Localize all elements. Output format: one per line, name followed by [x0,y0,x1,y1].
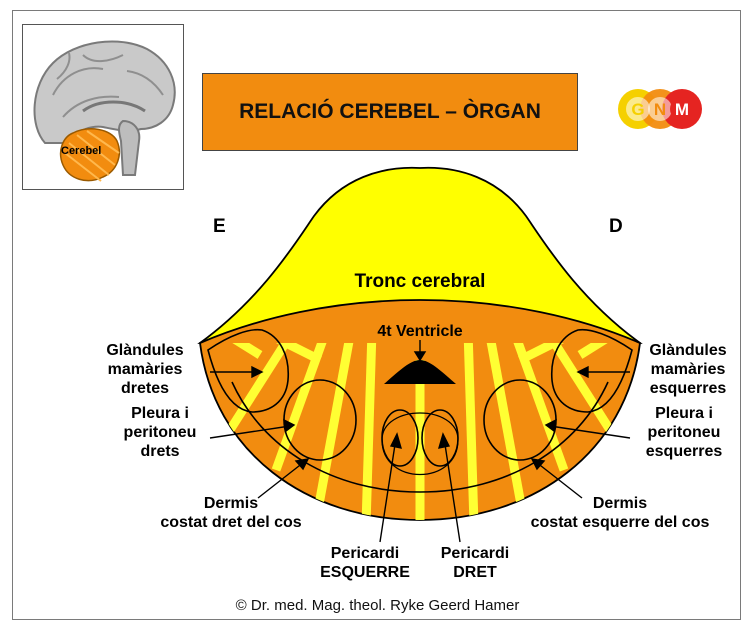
mammary-left-label: Glàndules mamàries dretes [80,341,210,398]
dermis-right-line-1: Dermis [520,494,720,513]
mammary-left-line-3: dretes [80,379,210,398]
pleura-left-line-3: drets [100,442,220,461]
pericardium-right-line-1: Pericardi [420,544,530,563]
pleura-left-line-1: Pleura i [100,404,220,423]
pericardium-left-line-1: Pericardi [310,544,420,563]
dermis-left-line-1: Dermis [146,494,316,513]
pleura-right-label: Pleura i peritoneu esquerres [624,404,744,461]
pericardium-left-line-2: ESQUERRE [310,563,420,582]
right-side-letter: D [609,217,623,236]
ventricle-label: 4t Ventricle [340,322,500,341]
dermis-left-label: Dermis costat dret del cos [146,494,316,532]
pleura-left-label: Pleura i peritoneu drets [100,404,220,461]
mammary-left-line-2: mamàries [80,360,210,379]
pleura-right-line-1: Pleura i [624,404,744,423]
dermis-right-label: Dermis costat esquerre del cos [520,494,720,532]
mammary-left-line-1: Glàndules [80,341,210,360]
copyright-text: © Dr. med. Mag. theol. Ryke Geerd Hamer [0,597,755,614]
pleura-left-line-2: peritoneu [100,423,220,442]
mammary-right-label: Glàndules mamàries esquerres [628,341,748,398]
brainstem-label: Tronc cerebral [320,272,520,291]
pleura-right-line-2: peritoneu [624,423,744,442]
left-side-letter: E [213,217,226,236]
pleura-right-line-3: esquerres [624,442,744,461]
dermis-right-line-2: costat esquerre del cos [520,513,720,532]
mammary-right-line-3: esquerres [628,379,748,398]
pericardium-right-label: Pericardi DRET [420,544,530,582]
mammary-right-line-1: Glàndules [628,341,748,360]
dermis-left-line-2: costat dret del cos [146,513,316,532]
mammary-right-line-2: mamàries [628,360,748,379]
pericardium-right-line-2: DRET [420,563,530,582]
pericardium-left-label: Pericardi ESQUERRE [310,544,420,582]
